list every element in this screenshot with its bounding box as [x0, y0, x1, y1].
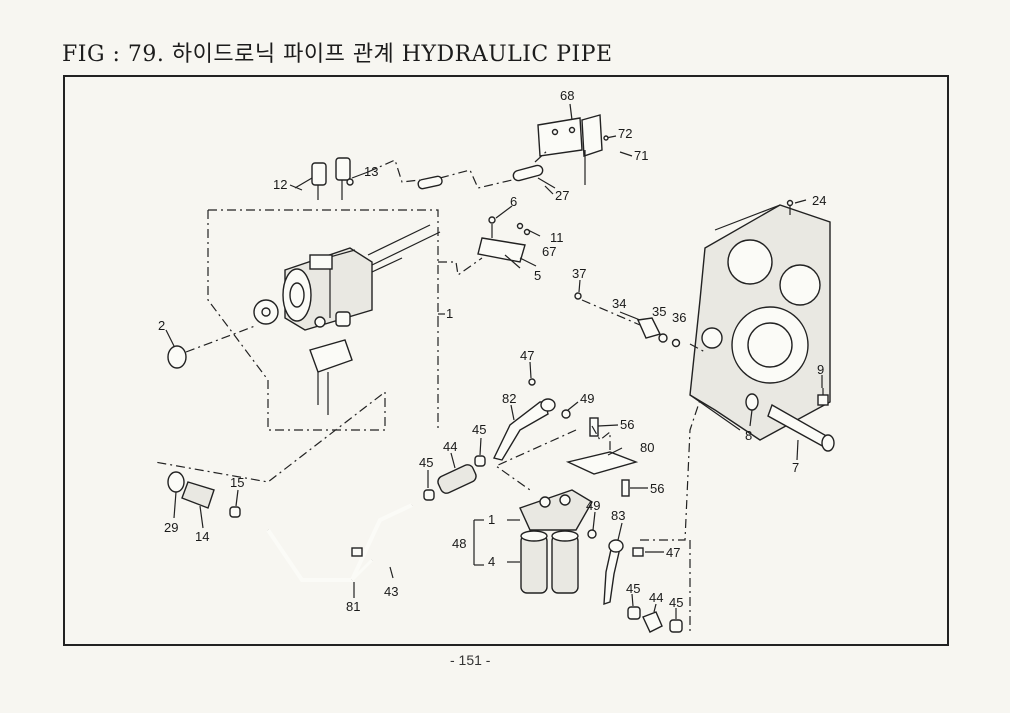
- callout-83: 83: [611, 508, 625, 523]
- bolt-47-top: [528, 378, 536, 386]
- callout-56-bottom: 56: [650, 481, 664, 496]
- pump-shaft-rods: [367, 224, 441, 273]
- oring-2: [167, 325, 256, 369]
- callout-29: 29: [164, 520, 178, 535]
- clamp-45-a: [423, 489, 435, 501]
- callout-45-c: 45: [626, 581, 640, 596]
- filter-head-1: [519, 489, 593, 531]
- callout-9: 9: [817, 362, 824, 377]
- shaft-7: [767, 403, 835, 452]
- hose-44-b: [642, 611, 663, 633]
- callout-13: 13: [364, 164, 378, 179]
- transmission-housing: [689, 204, 831, 441]
- bolt-6: [488, 216, 496, 238]
- bracket-5: [477, 237, 526, 269]
- hose-44-a: [437, 464, 477, 494]
- pipe-27: [417, 164, 556, 190]
- hydraulic-pump: [282, 247, 373, 331]
- fitting-34: [636, 317, 662, 339]
- callout-45-d: 45: [669, 595, 683, 610]
- hose-83: [603, 539, 624, 605]
- bolt-72: [603, 135, 617, 141]
- bolt-37: [574, 292, 641, 326]
- callout-6: 6: [510, 194, 517, 209]
- clamp-45-c: [627, 606, 641, 620]
- callout-49-bottom: 49: [586, 498, 600, 513]
- callout-36: 36: [672, 310, 686, 325]
- plate-80: [565, 451, 639, 475]
- callout-11: 11: [550, 230, 564, 245]
- callout-71: 71: [634, 148, 648, 163]
- callout-43: 43: [384, 584, 398, 599]
- bolt-56-bottom: [621, 479, 630, 497]
- callout-7: 7: [792, 460, 799, 475]
- callout-8: 8: [745, 428, 752, 443]
- oring-49-bottom: [587, 529, 597, 539]
- callout-81: 81: [346, 599, 360, 614]
- bracket-68: [537, 114, 603, 185]
- clamp-45-d: [669, 619, 683, 633]
- bolt-43: [389, 566, 394, 579]
- pipe-81: [266, 503, 413, 582]
- bolt-24: [786, 199, 794, 215]
- washer-35-36: [658, 333, 681, 348]
- callout-44-b: 44: [649, 590, 663, 605]
- oring-8: [745, 393, 759, 411]
- callout-44-a: 44: [443, 439, 457, 454]
- pump-fittings: [309, 311, 353, 415]
- bolt-47-bottom: [632, 547, 644, 557]
- callout-37: 37: [572, 266, 586, 281]
- callout-15: 15: [230, 475, 244, 490]
- fitting-12: [294, 162, 327, 200]
- clamp-29: [167, 471, 185, 493]
- washer-11-67: [516, 222, 531, 236]
- oring-49-top: [561, 409, 571, 419]
- page-number: - 151 -: [450, 652, 491, 668]
- callout-47-bottom: 47: [666, 545, 680, 560]
- callout-27: 27: [555, 188, 569, 203]
- callout-82: 82: [502, 391, 516, 406]
- oil-filter-4a: [520, 530, 548, 594]
- bolt-56-top: [589, 417, 599, 437]
- bracket-48: [473, 519, 484, 566]
- callout-34: 34: [612, 296, 626, 311]
- callout-5: 5: [534, 268, 541, 283]
- callout-67: 67: [542, 244, 556, 259]
- fitting-13: [335, 157, 354, 200]
- callout-1-filter: 1: [488, 512, 495, 527]
- callout-45-a: 45: [472, 422, 486, 437]
- callout-35: 35: [652, 304, 666, 319]
- hose-14: [181, 481, 215, 509]
- clamp-45-b: [474, 455, 486, 467]
- clamp-15: [229, 506, 241, 518]
- callout-47-top: 47: [520, 348, 534, 363]
- figure-title: FIG : 79. 하이드로닉 파이프 관계 HYDRAULIC PIPE: [62, 42, 613, 67]
- callout-48: 48: [452, 536, 466, 551]
- callout-14: 14: [195, 529, 209, 544]
- callout-4: 4: [488, 554, 495, 569]
- diagram-frame: [63, 75, 949, 646]
- hose-82: [492, 398, 556, 461]
- gear-wheel: [253, 299, 279, 325]
- callout-2: 2: [158, 318, 165, 333]
- oil-filter-4b: [551, 530, 579, 594]
- callout-80: 80: [640, 440, 654, 455]
- callout-56-top: 56: [620, 417, 634, 432]
- callout-1: 1: [446, 306, 453, 321]
- nut-71: [619, 151, 633, 157]
- bolt-9: [817, 388, 829, 406]
- callout-49-top: 49: [580, 391, 594, 406]
- leader-lines: [165, 103, 823, 619]
- callout-68: 68: [560, 88, 574, 103]
- callout-12: 12: [273, 177, 287, 192]
- callout-45-b: 45: [419, 455, 433, 470]
- callout-24: 24: [812, 193, 826, 208]
- callout-72: 72: [618, 126, 632, 141]
